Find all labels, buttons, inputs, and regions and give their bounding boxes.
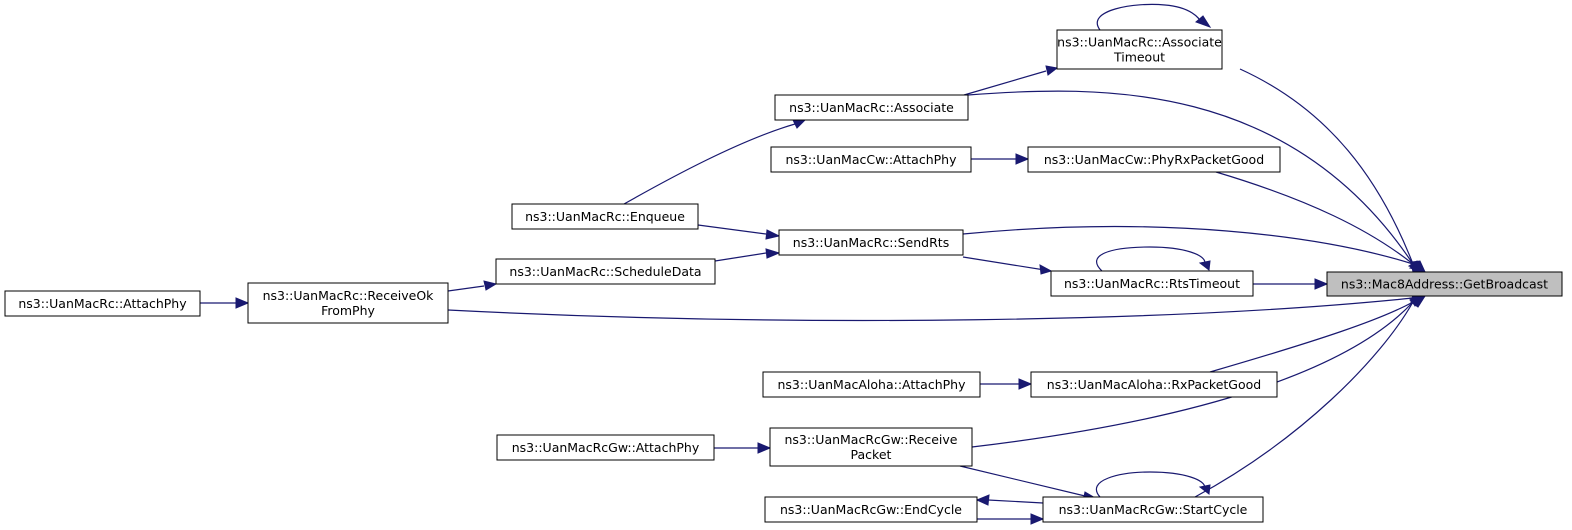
edge-sendrts-to-getbroadcast: [962, 225, 1414, 265]
node-label: ns3::UanMacRcGw::Receive: [784, 432, 957, 447]
node-box[interactable]: [764, 496, 978, 523]
node-box[interactable]: [770, 146, 972, 173]
node-rcattachphy[interactable]: ns3::UanMacRc::AttachPhy: [4, 290, 201, 317]
node-label: ns3::Mac8Address::GetBroadcast: [1341, 277, 1548, 292]
edge-startcycle-to-endcycle: [987, 499, 1044, 504]
node-label: ns3::UanMacRc::SendRts: [793, 235, 949, 250]
arrowhead-scheduledata-to-sendrts: [765, 248, 781, 259]
node-cwattachphy[interactable]: ns3::UanMacCw::AttachPhy: [770, 146, 972, 173]
arrowhead-enqueue-to-sendrts: [765, 229, 781, 240]
arrowhead-startcycle-to-endcycle: [975, 494, 990, 506]
node-endcycle[interactable]: ns3::UanMacRcGw::EndCycle: [764, 496, 978, 523]
arrowhead-startcycle-to-startcycle: [1198, 484, 1211, 495]
node-getbroadcast[interactable]: ns3::Mac8Address::GetBroadcast: [1326, 271, 1563, 297]
graph-edges: [200, 3, 1427, 525]
arrowhead-associate-to-associatetimeout: [1045, 65, 1059, 76]
edge-startcycle-to-getbroadcast: [1194, 301, 1414, 498]
edge-receiveokfromphy-to-scheduledata: [447, 285, 485, 292]
node-rxpacketgood[interactable]: ns3::UanMacAloha::RxPacketGood: [1030, 371, 1278, 398]
node-box[interactable]: [4, 290, 201, 317]
node-label: ns3::UanMacCw::AttachPhy: [786, 152, 958, 167]
node-sendrts[interactable]: ns3::UanMacRc::SendRts: [778, 229, 964, 256]
node-phyrxpacketgood[interactable]: ns3::UanMacCw::PhyRxPacketGood: [1027, 146, 1281, 173]
edge-associatetimeout-to-getbroadcast: [1239, 68, 1414, 265]
edge-rtstimeout-to-rtstimeout: [1096, 246, 1206, 272]
node-rtstimeout[interactable]: ns3::UanMacRc::RtsTimeout: [1050, 270, 1254, 297]
graph-nodes: ns3::Mac8Address::GetBroadcastns3::UanMa…: [4, 29, 1563, 523]
arrowhead-associatetimeout-to-associatetimeout: [1195, 15, 1212, 28]
node-label: ns3::UanMacRc::ReceiveOk: [263, 288, 435, 303]
edge-associate-to-associatetimeout: [963, 70, 1047, 96]
edge-enqueue-to-sendrts: [697, 224, 767, 235]
edge-associatetimeout-to-associatetimeout: [1096, 3, 1202, 31]
edge-receiveokfromphy-to-getbroadcast: [447, 297, 1414, 322]
arrowhead-enqueue-to-associate: [792, 119, 807, 129]
node-label: ns3::UanMacRc::ScheduleData: [509, 264, 701, 279]
node-box[interactable]: [1050, 270, 1254, 297]
node-box[interactable]: [1030, 371, 1278, 398]
node-box[interactable]: [1056, 29, 1223, 70]
node-label: ns3::UanMacRc::AttachPhy: [18, 296, 187, 311]
node-box[interactable]: [774, 94, 969, 121]
node-label: ns3::UanMacRc::RtsTimeout: [1064, 276, 1240, 291]
node-label: FromPhy: [321, 303, 375, 318]
edge-enqueue-to-associate: [623, 123, 796, 205]
node-gwattachphy[interactable]: ns3::UanMacRcGw::AttachPhy: [496, 434, 715, 461]
edge-associate-to-getbroadcast: [967, 90, 1414, 265]
node-label: ns3::UanMacRc::Associate: [789, 100, 954, 115]
node-box[interactable]: [769, 427, 973, 467]
node-scheduledata[interactable]: ns3::UanMacRc::ScheduleData: [495, 258, 716, 285]
edge-rtstimeout-to-sendrts: [962, 256, 1052, 272]
node-box[interactable]: [1042, 496, 1264, 523]
node-box[interactable]: [496, 434, 715, 461]
node-label: ns3::UanMacAloha::RxPacketGood: [1047, 377, 1261, 392]
node-label: ns3::UanMacRcGw::EndCycle: [780, 502, 962, 517]
node-box[interactable]: [762, 371, 981, 398]
arrowhead-rtstimeout-to-sendrts: [1039, 264, 1053, 275]
node-startcycle[interactable]: ns3::UanMacRcGw::StartCycle: [1042, 496, 1264, 523]
arrowhead-rcattachphy-to-receiveokfromphy: [235, 297, 250, 309]
edge-scheduledata-to-sendrts: [714, 252, 767, 262]
edge-phyrxpacketgood-to-getbroadcast: [1215, 171, 1414, 265]
arrowhead-rtstimeout-to-rtstimeout: [1198, 260, 1211, 271]
node-label: ns3::UanMacCw::PhyRxPacketGood: [1044, 152, 1264, 167]
arrowhead-startcycle-to-getbroadcast: [1409, 294, 1427, 308]
node-label: ns3::UanMacRc::Associate: [1057, 35, 1222, 50]
node-box[interactable]: [495, 258, 716, 285]
node-box[interactable]: [247, 282, 449, 324]
node-enqueue[interactable]: ns3::UanMacRc::Enqueue: [511, 203, 699, 230]
node-label: ns3::UanMacRc::Enqueue: [525, 209, 685, 224]
edge-receivepacket-to-startcycle: [959, 465, 1086, 497]
node-box[interactable]: [1027, 146, 1281, 173]
node-label: ns3::UanMacAloha::AttachPhy: [778, 377, 967, 392]
node-label: ns3::UanMacRcGw::StartCycle: [1059, 502, 1248, 517]
node-alohaattachphy[interactable]: ns3::UanMacAloha::AttachPhy: [762, 371, 981, 398]
arrowhead-rtstimeout-to-getbroadcast: [1314, 278, 1329, 290]
arrowhead-alohaattachphy-to-rxpacketgood: [1018, 378, 1033, 390]
node-label: Packet: [851, 447, 892, 462]
node-label: ns3::UanMacRcGw::AttachPhy: [512, 440, 700, 455]
arrowhead-endcycle-to-startcycle: [1030, 513, 1045, 525]
node-associate[interactable]: ns3::UanMacRc::Associate: [774, 94, 969, 121]
arrowhead-gwattachphy-to-receivepacket: [757, 442, 772, 454]
arrowhead-cwattachphy-to-phyrxpacketgood: [1015, 153, 1030, 165]
node-box[interactable]: [1326, 271, 1563, 297]
node-box[interactable]: [511, 203, 699, 230]
edge-rxpacketgood-to-getbroadcast: [1209, 301, 1414, 373]
node-box[interactable]: [778, 229, 964, 256]
edge-startcycle-to-startcycle: [1095, 471, 1206, 498]
node-label: Timeout: [1113, 50, 1165, 65]
arrowhead-receiveokfromphy-to-scheduledata: [483, 280, 498, 291]
